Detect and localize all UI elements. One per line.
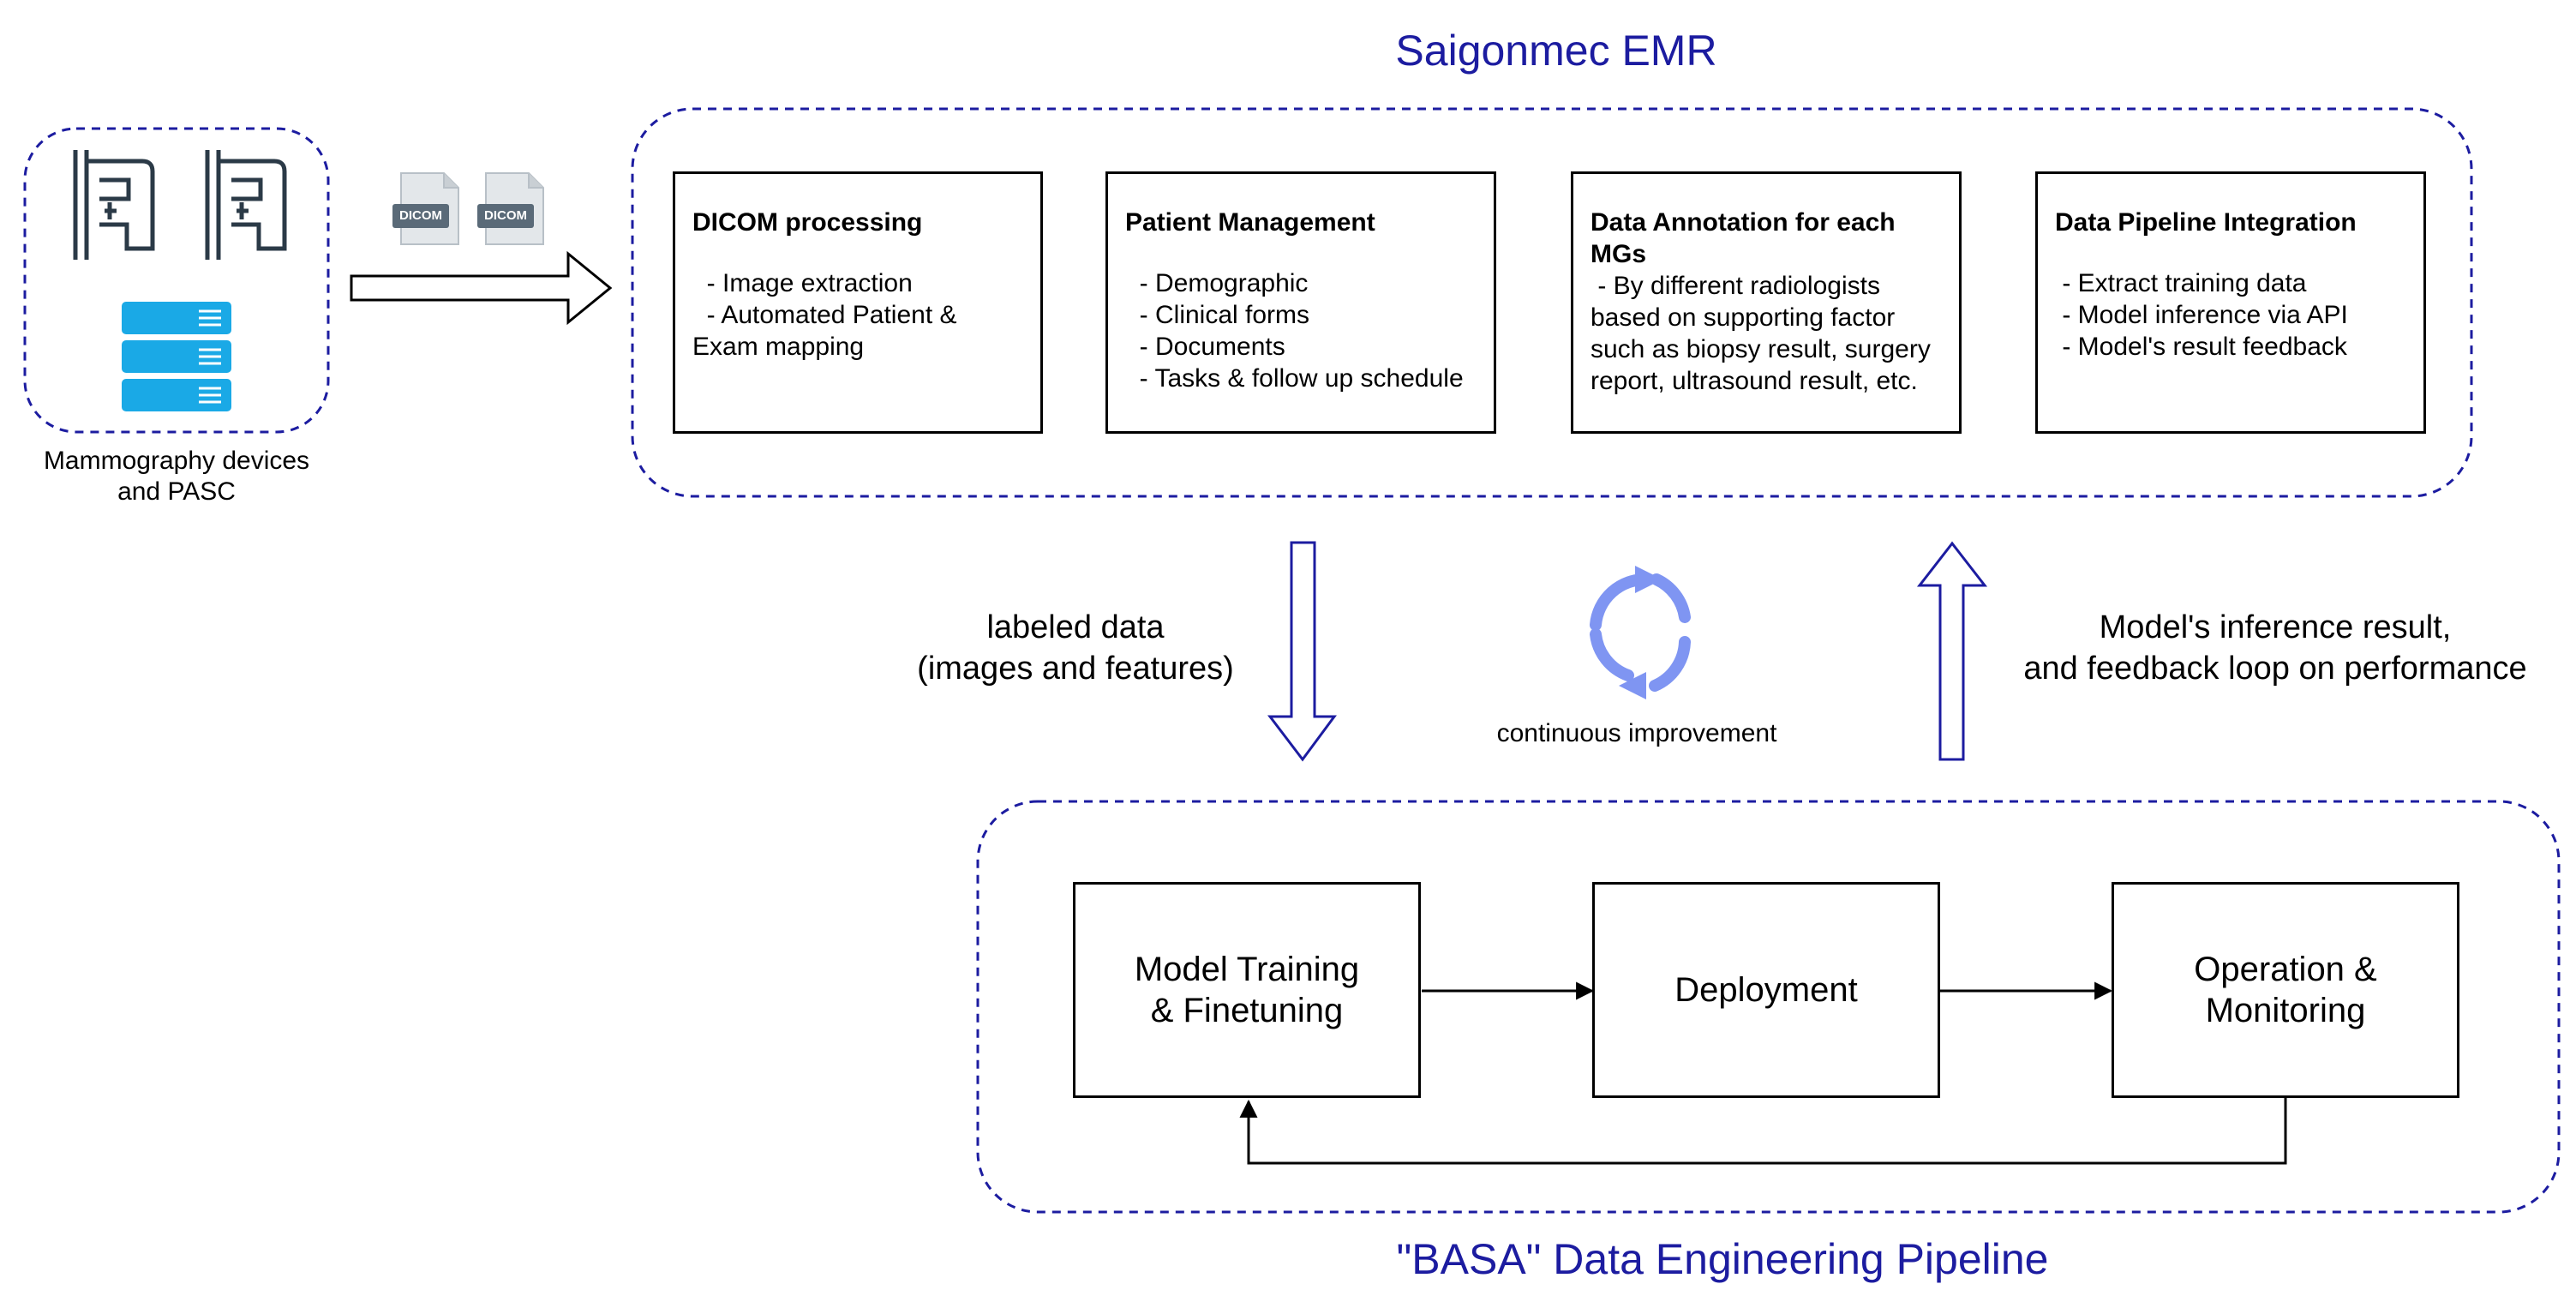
stage-label: Deployment [1674,971,1858,1009]
card-data-annotation: Data Annotation for each MGs - By differ… [1571,171,1962,434]
devices-to-emr-arrow [350,250,613,326]
card-line: - Model's result feedback [2055,333,2347,361]
card-line: - Image extraction [692,269,913,297]
labeled-data-label: labeled data (images and features) [891,607,1260,689]
devices-container [23,127,330,434]
stage-deployment: Deployment [1592,882,1940,1098]
stage-label: Model Training [1134,951,1360,988]
pipeline-container [976,800,2561,1214]
stage-label: Monitoring [2205,992,2366,1029]
stage-label: Operation & [2194,951,2377,988]
devices-caption-line: and PASC [117,477,236,506]
card-patient-management: Patient Management - Demographic - Clini… [1105,171,1496,434]
card-line: - Clinical forms [1125,301,1310,329]
labeled-data-line: labeled data [986,609,1165,645]
card-dicom-processing: DICOM processing - Image extraction - Au… [673,171,1043,434]
card-line: - Model inference via API [2055,301,2348,329]
card-line: - Extract training data [2055,269,2307,297]
card-line: - Documents [1125,333,1285,361]
dicom-file-icon [392,172,459,245]
card-heading: Data Pipeline Integration [2055,208,2357,237]
card-heading: Patient Management [1125,208,1375,237]
emr-title: Saigonmec EMR [1395,27,1717,75]
cycle-icon [1590,573,1691,692]
dicom-file-icon [477,172,544,245]
stage-operation-monitoring: Operation & Monitoring [2112,882,2459,1098]
stage-label: & Finetuning [1150,992,1344,1029]
labeled-data-down-arrow [1267,541,1337,762]
card-line: - Demographic [1125,269,1309,297]
labeled-data-line: (images and features) [917,651,1234,687]
inference-feedback-line: Model's inference result, [2099,609,2452,645]
devices-caption: Mammography devices and PASC [17,446,336,507]
emr-container [631,107,2473,498]
card-data-pipeline-integration: Data Pipeline Integration - Extract trai… [2035,171,2426,434]
server-icon [122,302,231,411]
inference-feedback-line: and feedback loop on performance [2023,651,2527,687]
stage-model-training: Model Training & Finetuning [1073,882,1421,1098]
dicom-badge-label: DICOM [399,208,442,223]
inference-up-arrow [1916,541,1988,761]
pipeline-title: "BASA" Data Engineering Pipeline [1396,1235,2049,1283]
cycle-arrowhead-icon [1619,566,1662,699]
card-heading: Data Annotation for each MGs [1591,208,1896,268]
card-line: - Tasks & follow up schedule [1125,364,1464,393]
card-line: - Automated Patient & Exam mapping [692,301,964,361]
card-line: - By different radiologists based on sup… [1591,272,1938,395]
devices-caption-line: Mammography devices [43,447,310,475]
mammography-device-icon [205,150,287,260]
inference-feedback-label: Model's inference result, and feedback l… [1997,607,2554,689]
dicom-badge-label: DICOM [484,208,527,223]
mammography-device-icon [73,150,155,260]
card-heading: DICOM processing [692,208,923,237]
feedback-loop-connector [1239,1098,2287,1165]
continuous-improvement-label: continuous improvement [1496,719,1777,747]
